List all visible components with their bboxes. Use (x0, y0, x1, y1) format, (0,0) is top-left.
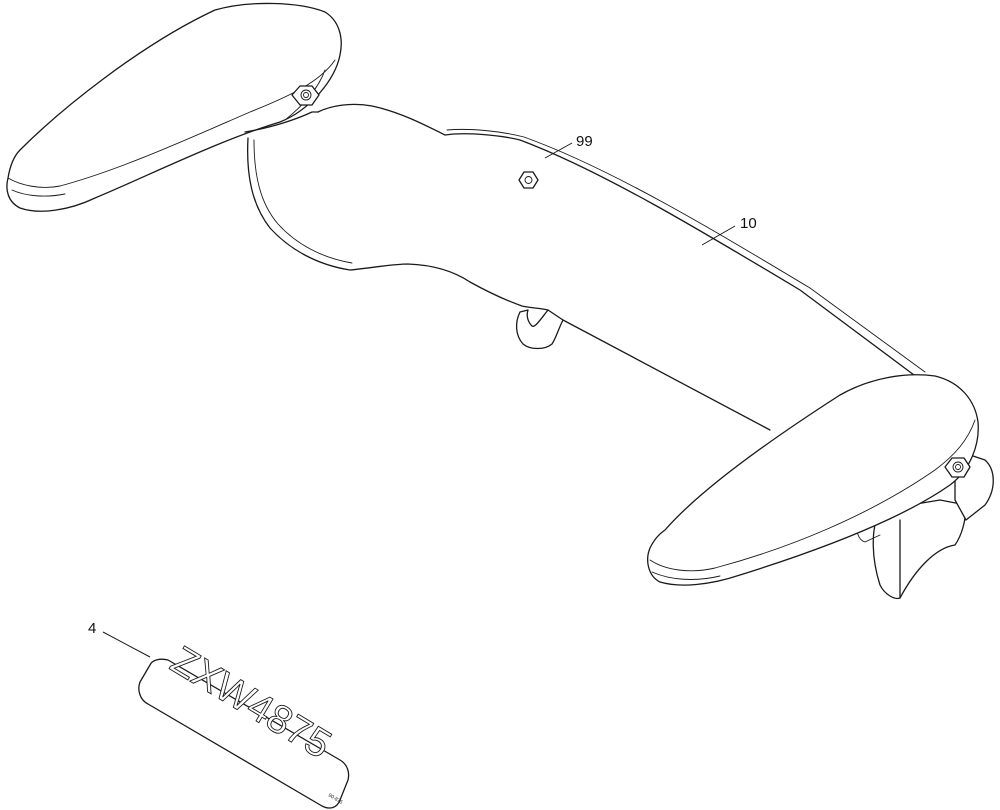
decal-plate: ZXW4875 90-875 (138, 638, 350, 809)
callout-label-10: 10 (740, 215, 757, 232)
callout-label-99: 99 (576, 133, 593, 150)
callout-99: 99 (544, 133, 593, 159)
callout-4: 4 (88, 620, 151, 658)
left-armrest (6, 2, 342, 212)
left-nut-icon (291, 85, 320, 106)
leader-line-4 (102, 631, 151, 658)
callout-label-4: 4 (88, 620, 96, 637)
right-armrest (647, 374, 994, 600)
leader-line-99 (544, 142, 573, 159)
leader-line-10 (701, 225, 736, 246)
cross-plate (246, 103, 926, 431)
right-nut-icon (944, 457, 971, 478)
center-nut-icon (518, 171, 539, 189)
callout-10: 10 (701, 215, 757, 246)
